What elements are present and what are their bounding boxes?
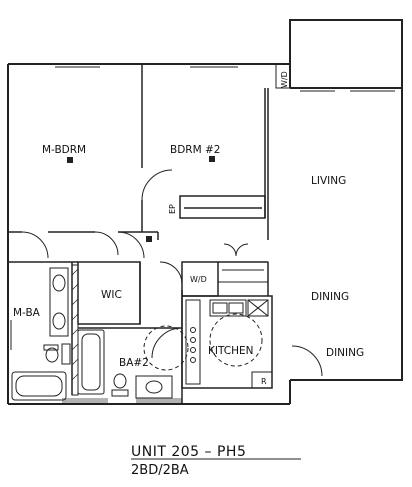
room-label-kitchen: KITCHEN: [208, 345, 254, 357]
label-ep: EP: [168, 204, 177, 214]
room-label-wic: WIC: [101, 289, 122, 301]
bath-fixtures: [11, 267, 173, 401]
room-labels: M-BDRM BDRM #2 LIVING DINING DINING KITC…: [13, 144, 364, 369]
room-label-bdrm2: BDRM #2: [170, 144, 220, 156]
room-label-m-ba: M-BA: [13, 307, 41, 319]
kitchen-fixtures: [143, 299, 273, 389]
caption: UNIT 205 – PH5 2BD/2BA: [131, 444, 301, 478]
unit-type: 2BD/2BA: [131, 463, 189, 478]
window-marks: [10, 66, 395, 350]
room-label-dining: DINING: [311, 291, 349, 303]
detectors: [67, 156, 215, 242]
unit-title: UNIT 205 – PH5: [131, 444, 246, 460]
room-label-dining-2: DINING: [326, 347, 364, 359]
room-label-living: LIVING: [311, 175, 346, 187]
room-label-ba2: BA#2: [119, 357, 149, 369]
room-label-m-bdrm: M-BDRM: [42, 144, 86, 156]
door-swings: [21, 169, 323, 377]
fixture-labels: W/D W/D EP R: [168, 71, 289, 386]
label-wd-closet: W/D: [190, 275, 207, 284]
hatched-walls: [62, 63, 291, 404]
closet-doors: [80, 261, 269, 283]
exterior-walls: [7, 19, 403, 405]
label-wd-top: W/D: [280, 71, 289, 88]
label-refrigerator: R: [261, 377, 267, 386]
